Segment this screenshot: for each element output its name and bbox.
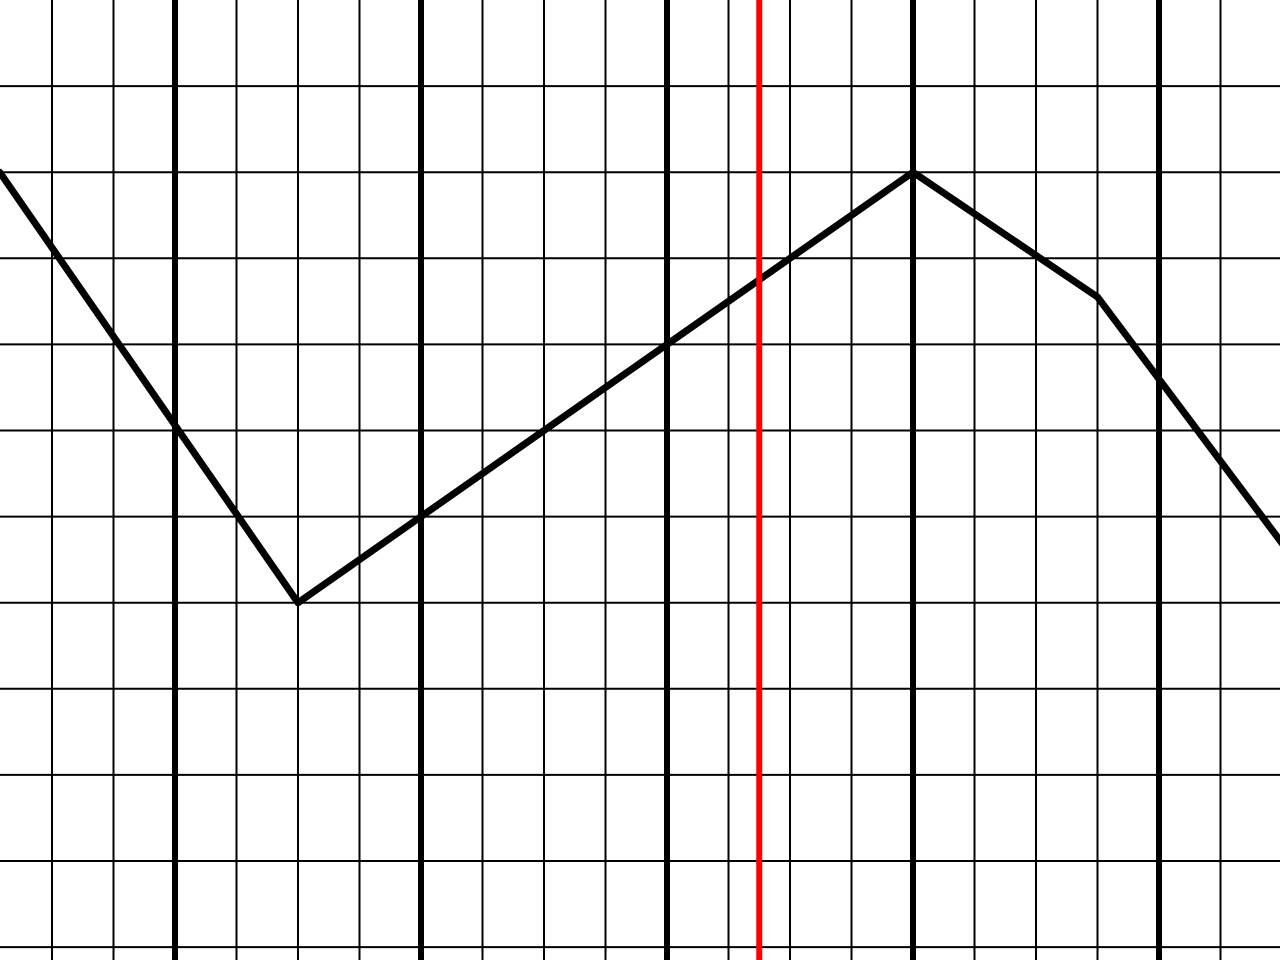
series-line (0, 168, 1280, 607)
series-layer (0, 168, 1280, 607)
major-grid (172, 0, 1162, 960)
